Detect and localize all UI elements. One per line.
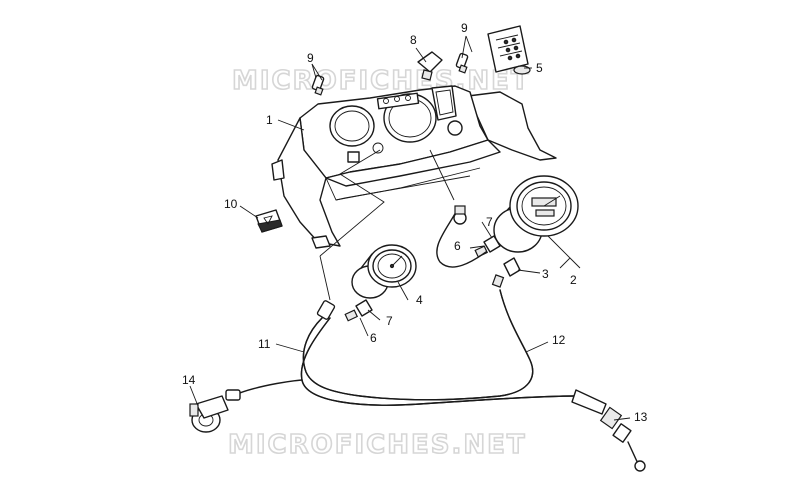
callout-6-upper: 6 — [454, 239, 461, 253]
callout-4: 4 — [416, 293, 423, 307]
callout-9-right: 9 — [461, 21, 468, 35]
instrument-panel-housing — [271, 85, 557, 249]
tachometer-cable — [300, 317, 577, 406]
callout-5: 5 — [536, 61, 543, 75]
callout-14: 14 — [182, 373, 196, 387]
cable-end-upper — [316, 300, 336, 320]
warning-light-block — [487, 25, 531, 75]
speedometer — [493, 175, 579, 253]
callout-7-lower: 7 — [386, 314, 393, 328]
callout-11: 11 — [258, 337, 271, 351]
watermark-top: MICROFICHES.NET — [232, 66, 531, 96]
callout-2: 2 — [570, 273, 577, 287]
tachometer — [351, 244, 417, 299]
callout-13: 13 — [634, 410, 648, 424]
drive-adapter — [571, 389, 646, 472]
cable-end-left — [225, 389, 241, 401]
speedometer-cable — [302, 289, 534, 401]
bulb-right — [455, 52, 469, 74]
bulb-left — [311, 74, 325, 96]
cable-connector — [491, 257, 521, 288]
drive-unit — [189, 395, 229, 433]
callout-3: 3 — [542, 267, 549, 281]
callout-8: 8 — [410, 33, 417, 47]
callout-10: 10 — [224, 197, 238, 211]
callout-12: 12 — [552, 333, 566, 347]
callout-1: 1 — [266, 113, 273, 127]
bulb-holder-lower — [344, 299, 373, 322]
hazard-switch — [255, 209, 283, 233]
bulb-holder-upper — [474, 235, 501, 258]
watermark-bottom: MICROFICHES.NET — [228, 430, 527, 460]
indicator-socket — [417, 51, 443, 81]
callout-6-lower: 6 — [370, 331, 377, 345]
callout-7-upper: 7 — [486, 215, 493, 229]
callout-9-left: 9 — [307, 51, 314, 65]
